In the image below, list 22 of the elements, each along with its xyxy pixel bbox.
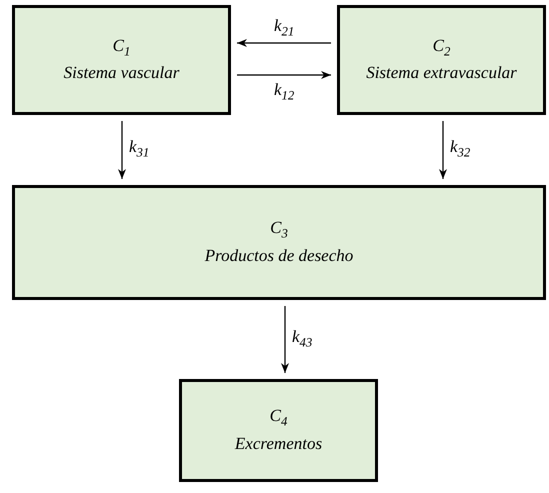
compartment-name: Sistema vascular <box>64 64 180 84</box>
edge-label: k$_{31}$ <box>129 138 150 160</box>
compartment-name: Productos de desecho <box>204 246 354 266</box>
compartment-symbol: C$_{3}$ <box>270 219 288 241</box>
compartment-box <box>12 5 231 115</box>
arrow <box>237 71 331 79</box>
compartment-symbol: C$_{4}$ <box>270 407 288 429</box>
edge-label: k$_{32}$ <box>450 138 470 160</box>
compartment-box <box>12 185 546 300</box>
compartment-box <box>337 5 546 115</box>
compartment-symbol: C$_{1}$ <box>112 36 130 58</box>
arrow <box>281 306 289 373</box>
compartment-symbol: C$_{2}$ <box>432 36 450 58</box>
arrow <box>118 121 126 179</box>
edge-label: k$_{12}$ <box>274 81 294 102</box>
arrow <box>237 39 331 47</box>
compartment-name: Sistema extravascular <box>366 64 517 84</box>
edge-label: k$_{21}$ <box>274 17 294 38</box>
arrow <box>439 121 447 179</box>
edge-label: k$_{43}$ <box>292 328 312 349</box>
compartment-name: Excrementos <box>234 434 322 454</box>
compartment-box <box>179 379 378 482</box>
